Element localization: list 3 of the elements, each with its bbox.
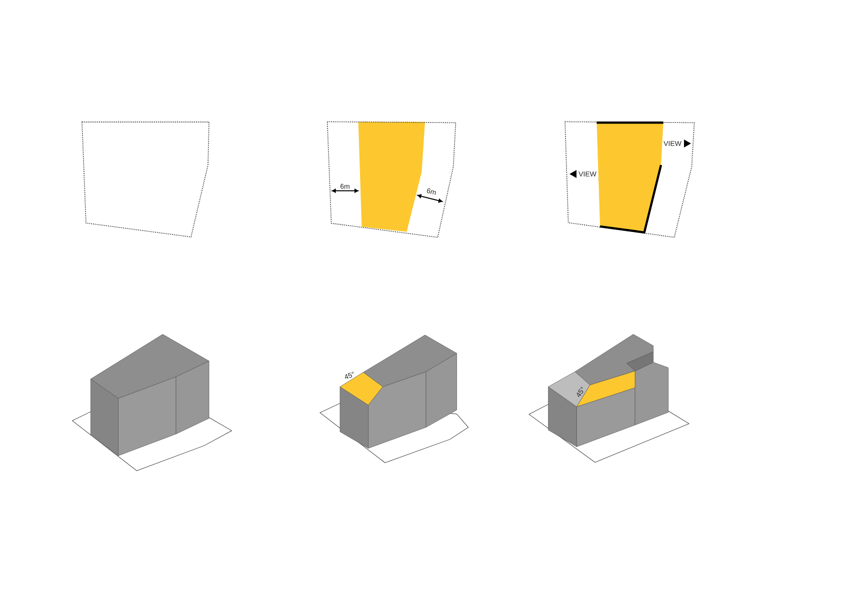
site-plan (564, 121, 695, 238)
site-plan (326, 121, 456, 238)
site-plan (82, 122, 210, 238)
